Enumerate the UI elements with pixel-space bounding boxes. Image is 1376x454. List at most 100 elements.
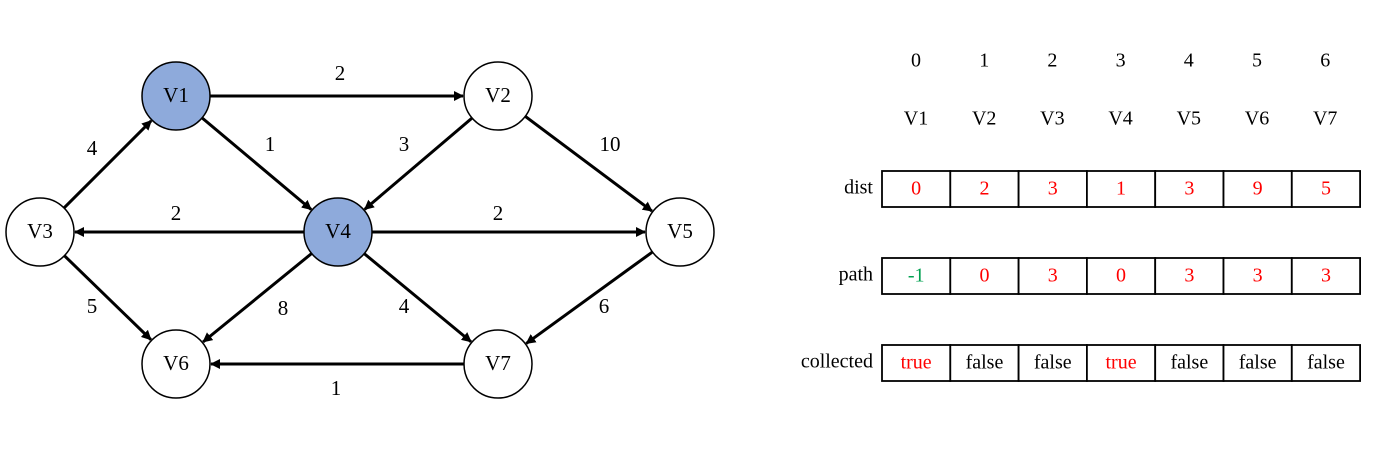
table-cell-box xyxy=(1290,257,1362,295)
edge-v5-v7 xyxy=(525,250,654,345)
table-cell-dist: 3 xyxy=(1184,178,1194,200)
table-cell-box xyxy=(949,344,1020,382)
edge-v3-v6 xyxy=(63,254,152,341)
edge-v1-v4 xyxy=(201,116,313,211)
table-cell-box xyxy=(1154,344,1225,382)
node-label-v2: V2 xyxy=(485,83,511,107)
table-cell-box xyxy=(1154,170,1225,208)
table-cell-box xyxy=(881,257,952,295)
table-cell-dist: 0 xyxy=(911,178,921,200)
node-circle-v2 xyxy=(463,61,533,131)
table-cell-box xyxy=(1222,257,1293,295)
node-v2: V2 xyxy=(463,61,533,131)
table-cell-box xyxy=(1086,257,1157,295)
table-cell-dist: 5 xyxy=(1321,178,1331,200)
row-label-path: path xyxy=(839,264,873,286)
column-index: 0 xyxy=(911,50,921,72)
node-v1: V1 xyxy=(141,61,211,131)
edge-weight-v1-v4: 1 xyxy=(265,132,276,156)
table-cell-box xyxy=(881,344,952,382)
table-cell-dist: 9 xyxy=(1253,178,1263,200)
node-circle-v1 xyxy=(141,61,211,131)
column-index: 3 xyxy=(1116,50,1126,72)
table-cell-collected: false xyxy=(1170,352,1208,374)
node-v3: V3 xyxy=(5,197,75,267)
table-cell-path: 3 xyxy=(1253,265,1263,287)
table-cell-path: 3 xyxy=(1321,265,1331,287)
edge-weight-v7-v6: 1 xyxy=(331,376,342,400)
table-cell-box xyxy=(949,257,1020,295)
table-cell-box xyxy=(1017,257,1088,295)
column-vertex: V7 xyxy=(1313,108,1337,130)
table-cell-box xyxy=(949,170,1020,208)
node-label-v4: V4 xyxy=(325,219,351,243)
table-cell-box xyxy=(1222,170,1293,208)
table-cell-box xyxy=(1222,344,1293,382)
table-cell-path: 3 xyxy=(1184,265,1194,287)
node-label-v5: V5 xyxy=(667,219,693,243)
node-circle-v4 xyxy=(303,197,373,267)
node-label-v1: V1 xyxy=(163,83,189,107)
table-cell-collected: true xyxy=(1106,352,1137,374)
table-cell-box xyxy=(1017,344,1088,382)
table-cell-box xyxy=(1154,257,1225,295)
column-index: 4 xyxy=(1184,50,1194,72)
node-label-v7: V7 xyxy=(485,351,511,375)
node-circle-v5 xyxy=(645,197,715,267)
table-cell-box xyxy=(1290,344,1362,382)
row-label-dist: dist xyxy=(844,177,873,199)
edge-v4-v7 xyxy=(363,252,472,343)
column-index: 1 xyxy=(979,50,989,72)
table-cell-collected: false xyxy=(1239,352,1277,374)
table-cell-box xyxy=(1290,170,1362,208)
column-index: 6 xyxy=(1320,50,1330,72)
column-vertex: V1 xyxy=(904,108,928,130)
column-vertex: V3 xyxy=(1040,108,1064,130)
edge-weight-v4-v3: 2 xyxy=(171,201,182,225)
node-circle-v3 xyxy=(5,197,75,267)
node-circle-v7 xyxy=(463,329,533,399)
table-cell-box xyxy=(1086,170,1157,208)
node-circle-v6 xyxy=(141,329,211,399)
column-vertex: V2 xyxy=(972,108,996,130)
node-label-v3: V3 xyxy=(27,219,53,243)
column-index: 2 xyxy=(1047,50,1057,72)
column-index: 5 xyxy=(1252,50,1262,72)
table-cell-dist: 3 xyxy=(1048,178,1058,200)
table-cell-dist: 1 xyxy=(1116,178,1126,200)
edge-weight-v5-v7: 6 xyxy=(599,294,610,318)
edge-v4-v6 xyxy=(202,252,313,344)
edge-weight-v3-v6: 5 xyxy=(87,294,98,318)
table-cell-path: 0 xyxy=(1116,265,1126,287)
edge-v3-v1 xyxy=(62,119,153,210)
node-label-v6: V6 xyxy=(163,351,189,375)
table-cell-path: 0 xyxy=(979,265,989,287)
column-vertex: V6 xyxy=(1245,108,1269,130)
edge-v2-v5 xyxy=(524,115,653,213)
table-cell-box xyxy=(881,170,952,208)
table-cell-dist: 2 xyxy=(979,178,989,200)
table-cell-collected: true xyxy=(901,352,932,374)
node-v6: V6 xyxy=(141,329,211,399)
table-cell-box xyxy=(1086,344,1157,382)
table-cell-collected: false xyxy=(1034,352,1072,374)
edge-weight-v1-v2: 2 xyxy=(335,61,346,85)
node-v7: V7 xyxy=(463,329,533,399)
table-cell-collected: false xyxy=(966,352,1004,374)
edge-weight-v2-v5: 10 xyxy=(600,132,621,156)
column-vertex: V4 xyxy=(1108,108,1132,130)
edge-weight-v2-v4: 3 xyxy=(399,132,410,156)
edge-weight-v4-v6: 8 xyxy=(278,296,289,320)
table-cell-collected: false xyxy=(1307,352,1345,374)
column-vertex: V5 xyxy=(1177,108,1201,130)
edge-weight-v3-v1: 4 xyxy=(87,136,98,160)
table-cell-path: -1 xyxy=(908,265,925,287)
edge-v2-v4 xyxy=(363,116,474,211)
node-v4: V4 xyxy=(303,197,373,267)
edge-weight-v4-v7: 4 xyxy=(399,294,410,318)
table-cell-path: 3 xyxy=(1048,265,1058,287)
